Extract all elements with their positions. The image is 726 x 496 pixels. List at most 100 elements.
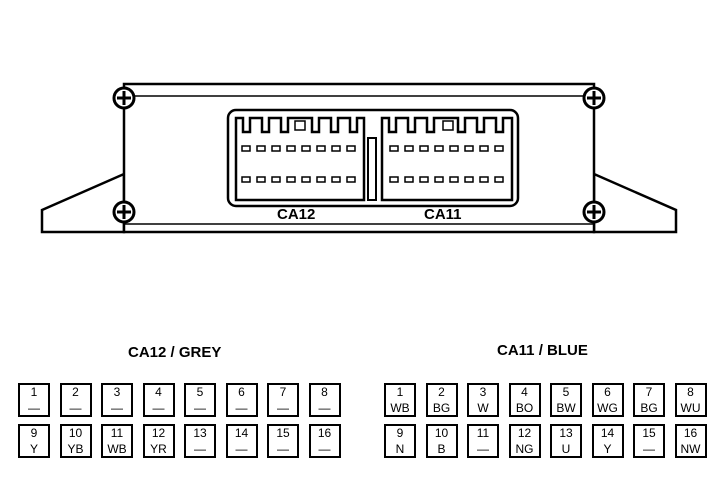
pin-wire-code: — [477, 442, 489, 456]
pin-wire-code: B [437, 442, 446, 456]
pin-number: 1 [396, 385, 404, 399]
pin-wire-code: — [277, 442, 289, 456]
pin-cell-ca12-5: 5— [184, 383, 216, 417]
screw-icon-top-left [112, 86, 136, 110]
socket-pin-slot [389, 176, 399, 183]
pin-wire-code: — [643, 442, 655, 456]
pin-wire-code: YB [67, 442, 84, 456]
socket-pin-slot [404, 145, 414, 152]
socket-pin-slot [494, 145, 504, 152]
socket-pin-slot [331, 145, 341, 152]
socket-pin-slot [346, 145, 356, 152]
pin-wire-code: — [318, 401, 331, 415]
pin-cell-ca12-6: 6— [225, 383, 258, 417]
pin-wire-code: — [152, 401, 165, 415]
ca11-socket-label: CA11 [424, 206, 462, 223]
ca11-pinout-title: CA11 / BLUE [497, 342, 588, 359]
socket-pin-slot [241, 145, 251, 152]
right-mounting-flange [592, 172, 678, 234]
pin-wire-code: BG [640, 401, 658, 415]
pin-number: 7 [645, 385, 653, 399]
pin-wire-code: U [561, 442, 571, 456]
socket-pin-slot [301, 145, 311, 152]
socket-pin-slot [479, 176, 489, 183]
pin-number: 11 [110, 426, 124, 440]
pin-number: 13 [193, 426, 207, 440]
pin-wire-code: WB [107, 442, 127, 456]
pin-cell-ca12-1: 1— [18, 383, 50, 417]
pin-number: 2 [72, 385, 79, 399]
socket-pin-slot [449, 145, 459, 152]
pin-number: 4 [155, 385, 162, 399]
pin-number: 13 [559, 426, 573, 440]
pin-number: 16 [683, 426, 698, 440]
connector-divider [367, 137, 377, 201]
pin-wire-code: — [277, 401, 289, 415]
pin-cell-ca12-15: 15 — [267, 424, 299, 458]
pin-number: 6 [238, 385, 245, 399]
pin-wire-code: Y [29, 442, 38, 456]
pin-wire-code: BG [432, 401, 451, 415]
socket-pin-slot [271, 176, 281, 183]
socket-pin-slot [419, 145, 429, 152]
socket-pin-slot [316, 176, 326, 183]
ca11-connector-socket [380, 116, 514, 202]
socket-pin-slot [464, 176, 474, 183]
pin-wire-code: — [235, 442, 248, 456]
pin-number: 4 [521, 385, 528, 399]
pin-cell-ca12-14: 14 — [225, 424, 258, 458]
pin-number: 8 [687, 385, 694, 399]
screw-icon-bottom-left [112, 200, 136, 224]
pin-number: 3 [113, 385, 121, 399]
pin-wire-code: YR [150, 442, 167, 456]
pin-number: 2 [438, 385, 445, 399]
pin-number: 5 [562, 385, 570, 399]
pin-number: 14 [234, 426, 249, 440]
ca12-pinout-title: CA12 / GREY [128, 344, 222, 361]
socket-pin-slot [479, 145, 489, 152]
pin-number: 5 [196, 385, 204, 399]
socket-pin-slot [434, 145, 444, 152]
pin-wire-code: BW [556, 401, 576, 415]
pin-number: 9 [396, 426, 404, 440]
pin-wire-code: N [395, 442, 405, 456]
socket-pin-slot [464, 145, 474, 152]
socket-pin-slot [449, 176, 459, 183]
pin-number: 6 [604, 385, 611, 399]
pin-wire-code: — [235, 401, 248, 415]
pin-wire-code: — [28, 401, 40, 415]
socket-pin-slot [389, 145, 399, 152]
pin-number: 15 [276, 426, 290, 440]
pin-cell-ca12-3: 3— [101, 383, 133, 417]
ca12-socket-label: CA12 [277, 206, 316, 223]
pin-wire-code: — [111, 401, 123, 415]
socket-pin-slot [316, 145, 326, 152]
ca12-connector-socket [234, 116, 366, 202]
socket-pin-slot [404, 176, 414, 183]
pin-wire-code: WB [390, 401, 410, 415]
pin-cell-ca12-7: 7— [267, 383, 299, 417]
pin-wire-code: — [194, 401, 206, 415]
module-housing-drawing [40, 82, 678, 234]
left-mounting-flange [40, 172, 126, 234]
socket-pin-slot [286, 145, 296, 152]
pin-number: 10 [68, 426, 83, 440]
socket-pin-slot [256, 145, 266, 152]
pin-cell-ca12-8: 8— [308, 383, 341, 417]
